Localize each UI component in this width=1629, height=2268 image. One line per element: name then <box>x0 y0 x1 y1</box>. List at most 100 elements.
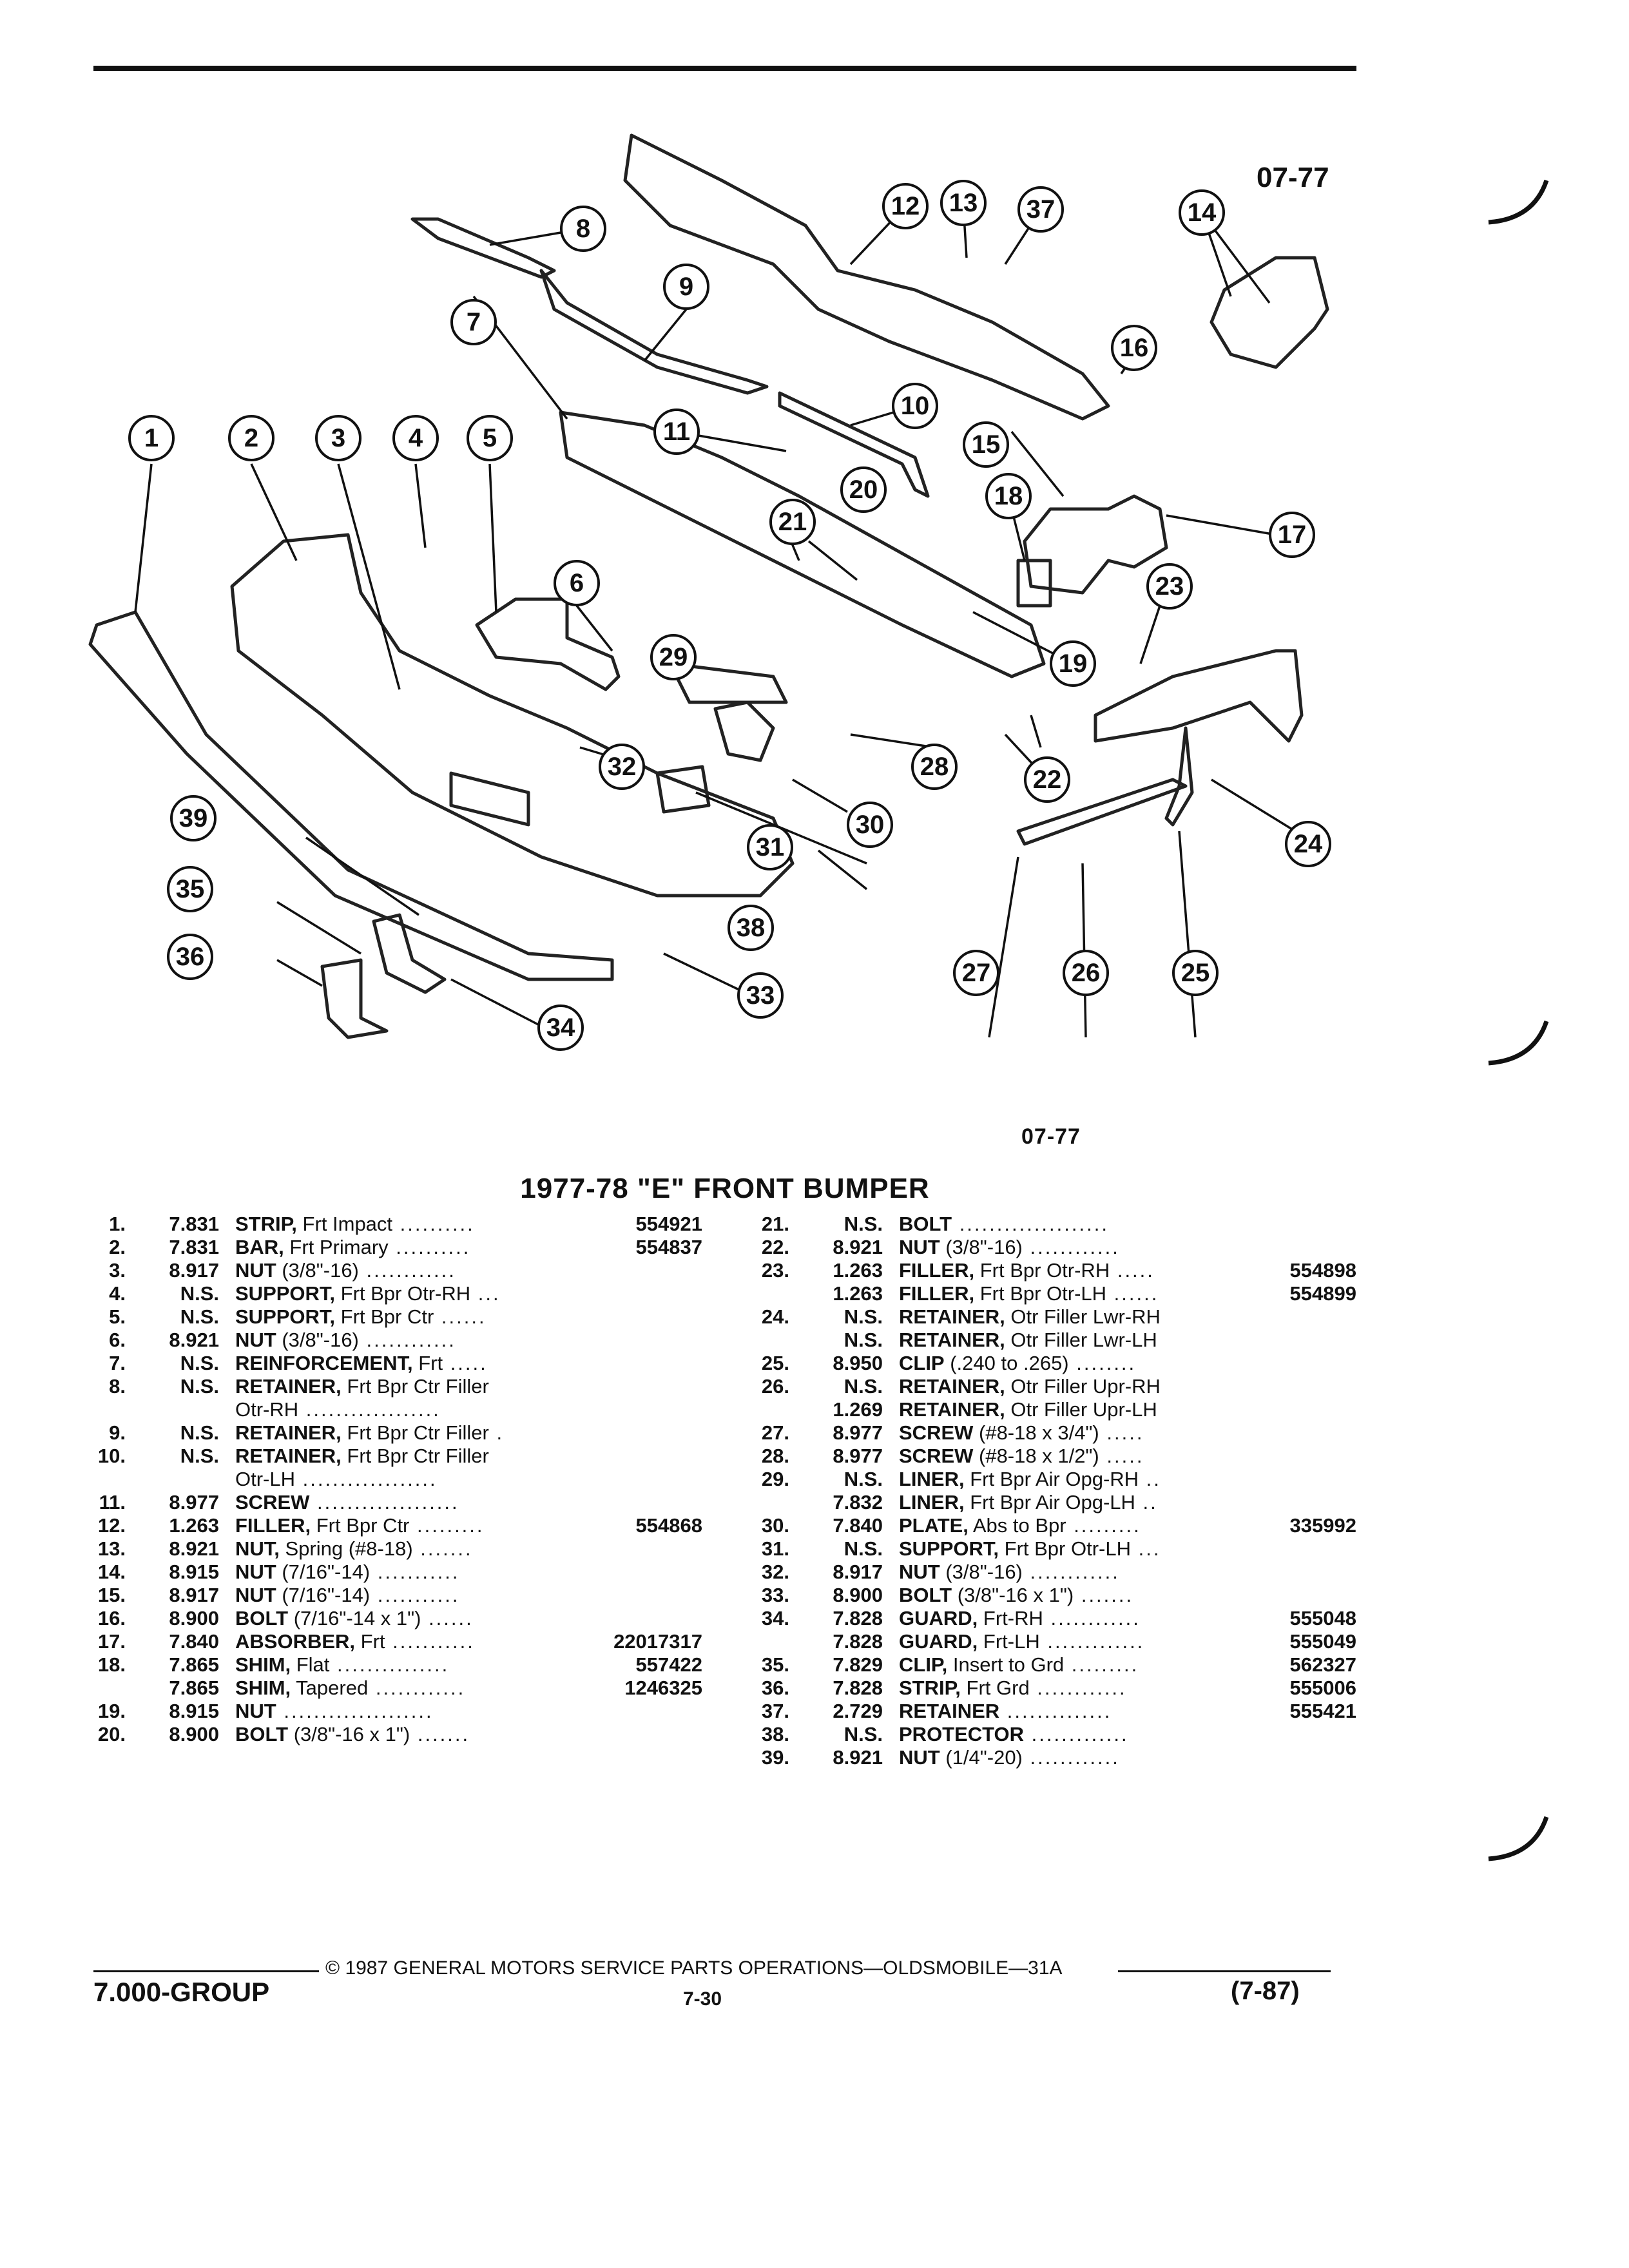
callout-26: 26 <box>1063 950 1109 996</box>
part-detail: (3/8"-16) <box>276 1259 359 1282</box>
group-number: N.S. <box>180 1282 219 1305</box>
leader-dots: .................... <box>276 1700 434 1722</box>
leader-dots: . <box>488 1421 505 1444</box>
svg-text:3: 3 <box>331 424 345 452</box>
svg-text:6: 6 <box>570 569 584 597</box>
part-detail: Frt Grd <box>960 1677 1030 1699</box>
svg-text:25: 25 <box>1181 959 1210 987</box>
svg-text:7: 7 <box>467 308 481 336</box>
item-number: 12. <box>97 1514 126 1537</box>
group-number: N.S. <box>180 1305 219 1328</box>
part-detail: Frt Bpr Air Opg-LH <box>964 1491 1135 1514</box>
callout-19: 19 <box>1050 640 1096 687</box>
part-description: RETAINER, Otr Filler Lwr-LH <box>899 1329 1157 1352</box>
leader-dots: ............ <box>1022 1236 1120 1258</box>
group-number: 7.828 <box>833 1630 883 1653</box>
callout-23: 23 <box>1146 563 1193 610</box>
reinforcement-shape <box>559 410 1046 678</box>
callout-14: 14 <box>1179 189 1225 236</box>
callout-33: 33 <box>737 972 784 1019</box>
part-description: SUPPORT, Frt Bpr Ctr ...... <box>235 1305 487 1329</box>
page-title: 1977-78 "E" FRONT BUMPER <box>520 1173 930 1204</box>
part-detail: Tapered <box>291 1677 369 1699</box>
part-detail: Frt-RH <box>978 1607 1043 1629</box>
item-number: 14. <box>97 1561 126 1583</box>
part-detail: Otr Filler Upr-RH <box>1005 1375 1161 1398</box>
part-number: 554868 <box>635 1514 702 1537</box>
part-detail: Otr-RH <box>235 1398 299 1421</box>
item-number: 38. <box>761 1723 789 1745</box>
leader-dots: ......... <box>409 1514 485 1537</box>
group-number: 7.831 <box>169 1236 219 1258</box>
outer-support-shape <box>655 765 711 814</box>
group-number: 8.917 <box>169 1259 219 1282</box>
absorber-plate-shape <box>713 700 775 762</box>
item-number: 22. <box>761 1236 789 1258</box>
svg-text:30: 30 <box>856 811 885 839</box>
svg-text:22: 22 <box>1033 765 1062 794</box>
callout-31: 31 <box>747 824 793 870</box>
diagram-ref-code: 07-77 <box>1257 162 1329 193</box>
item-number: 15. <box>97 1584 126 1606</box>
part-detail: (.240 to .265) <box>944 1352 1069 1374</box>
svg-text:20: 20 <box>849 476 878 504</box>
svg-text:27: 27 <box>962 959 991 987</box>
callout-3: 3 <box>315 415 361 461</box>
part-name: SUPPORT, <box>899 1537 999 1560</box>
callout-28: 28 <box>911 744 958 790</box>
part-number: 554899 <box>1289 1282 1356 1305</box>
part-detail: Frt Bpr Ctr <box>335 1305 434 1328</box>
part-description: BOLT (3/8"-16 x 1") ....... <box>899 1584 1133 1607</box>
group-number: 7.840 <box>169 1630 219 1653</box>
item-number: 10. <box>97 1445 126 1467</box>
group-number: 7.865 <box>169 1653 219 1676</box>
callout-6: 6 <box>554 560 600 606</box>
item-number: 35. <box>761 1653 789 1676</box>
part-number: 22017317 <box>613 1630 702 1653</box>
part-description: STRIP, Frt Grd ............ <box>899 1677 1127 1700</box>
leader-dots: ..... <box>1099 1445 1144 1467</box>
part-description: GUARD, Frt-LH ............. <box>899 1630 1144 1653</box>
footer-date: (7-87) <box>1231 1977 1300 2005</box>
svg-text:28: 28 <box>920 753 949 781</box>
guard-shape <box>372 913 447 994</box>
group-number: 1.269 <box>833 1398 883 1421</box>
callout-13: 13 <box>940 180 987 226</box>
item-number: 37. <box>761 1700 789 1722</box>
svg-text:19: 19 <box>1059 649 1088 678</box>
item-number: 29. <box>761 1468 789 1490</box>
part-description: BAR, Frt Primary .......... <box>235 1236 470 1259</box>
part-detail: (#8-18 x 3/4") <box>973 1421 1099 1444</box>
item-number: 26. <box>761 1375 789 1398</box>
group-number: 8.921 <box>169 1329 219 1351</box>
item-number: 25. <box>761 1352 789 1374</box>
svg-text:8: 8 <box>576 215 590 243</box>
group-number: 8.915 <box>169 1561 219 1583</box>
binding-mark-2 <box>1488 1020 1549 1066</box>
part-name: SHIM, <box>235 1653 291 1676</box>
svg-text:36: 36 <box>176 943 205 971</box>
part-description: BOLT (7/16"-14 x 1") ...... <box>235 1607 474 1630</box>
retainer-8-shape <box>410 217 556 279</box>
part-name: RETAINER, <box>235 1421 342 1444</box>
svg-text:23: 23 <box>1155 572 1184 601</box>
part-name: BOLT <box>899 1213 952 1235</box>
part-description: NUT (3/8"-16) ............ <box>235 1259 456 1282</box>
callout-32: 32 <box>599 744 645 790</box>
part-description: RETAINER, Otr Filler Upr-LH <box>899 1398 1157 1421</box>
group-number: 8.900 <box>169 1723 219 1745</box>
group-number: 7.832 <box>833 1491 883 1514</box>
svg-text:26: 26 <box>1072 959 1101 987</box>
part-name: CLIP, <box>899 1653 948 1676</box>
group-number: 8.900 <box>833 1584 883 1606</box>
leader-dots: ...... <box>434 1305 487 1328</box>
svg-text:39: 39 <box>179 804 208 832</box>
leader-dots: ............ <box>368 1677 466 1699</box>
svg-text:34: 34 <box>546 1014 575 1042</box>
impact-strip-shape <box>88 610 614 981</box>
svg-text:13: 13 <box>949 189 978 217</box>
part-number: 557422 <box>635 1653 702 1676</box>
part-description: NUT (7/16"-14) ........... <box>235 1584 459 1607</box>
part-description: NUT (7/16"-14) ........... <box>235 1561 459 1584</box>
callout-21: 21 <box>769 499 816 545</box>
